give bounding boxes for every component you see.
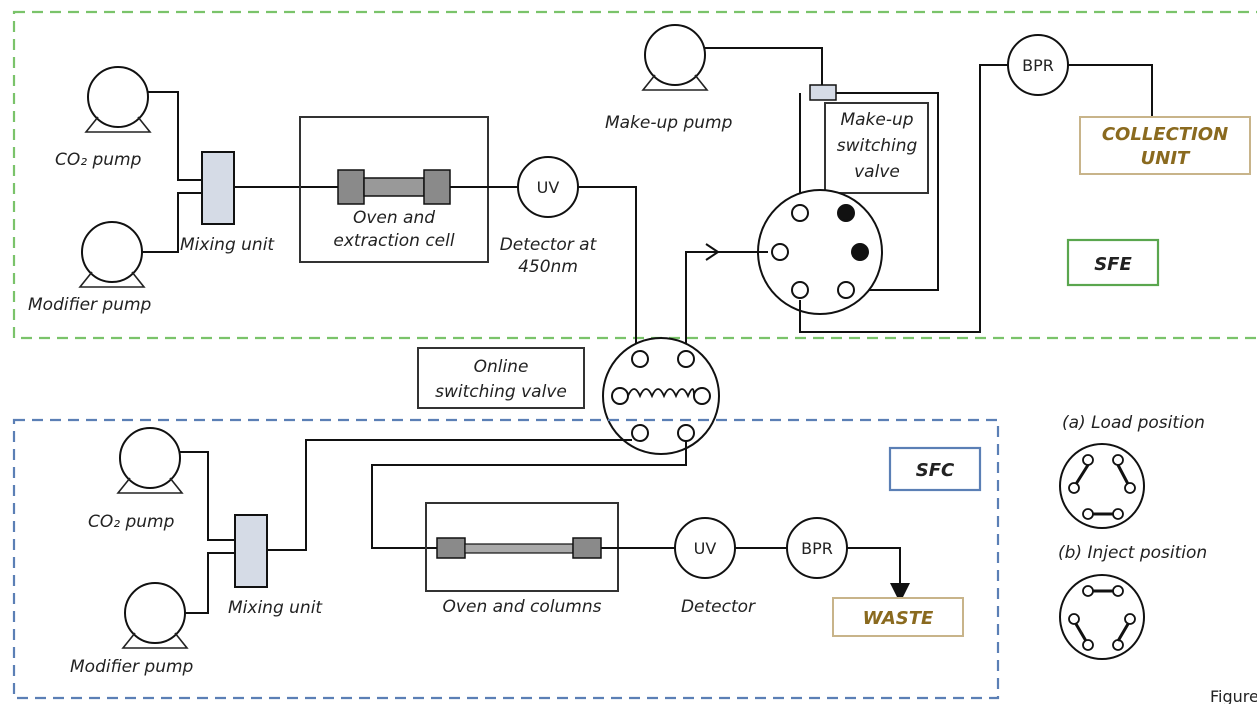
sfc-oven-label: Oven and columns — [443, 597, 602, 617]
makeup-switching-valve-box — [824, 102, 929, 194]
makeup-switching-valve — [809, 84, 837, 101]
sfc-label-box — [888, 446, 982, 492]
legend-load-valve — [1059, 443, 1145, 529]
sfe-detector-label-1: Detector at — [500, 235, 598, 255]
collection-unit-label-1: COLLECTION — [1102, 124, 1228, 145]
sfe-uv-label: UV — [537, 178, 560, 197]
sfe-modifier-pump-label: Modifier pump — [28, 295, 152, 315]
makeup-valve-label-1: Make-up — [840, 110, 913, 130]
sfc-co2-pump-label: CO₂ pump — [88, 512, 175, 532]
sfc-column-body — [464, 543, 574, 554]
sfe-detector-label-2: 450nm — [518, 257, 578, 277]
sfc-section-label: SFC — [916, 460, 955, 481]
collection-unit-box — [1079, 116, 1251, 175]
sfe-co2-pump — [84, 66, 152, 133]
sfe-mixing-unit — [201, 151, 235, 225]
legend-inject-label: (b) Inject position — [1058, 543, 1207, 563]
sample-loop — [627, 388, 695, 399]
sfc-modifier-pump — [121, 582, 189, 649]
sfe-modifier-pump — [78, 221, 146, 288]
makeup-pump-label: Make-up pump — [605, 113, 733, 133]
waste-box — [832, 597, 964, 637]
sfe-extraction-cell-body — [363, 177, 425, 197]
sfc-mixing-unit-label: Mixing unit — [228, 598, 323, 618]
sfe-six-port-valve — [757, 189, 883, 315]
online-valve-label-box — [417, 347, 585, 409]
sfe-oven-label-1: Oven and — [353, 208, 435, 228]
sfc-mixing-unit — [234, 514, 268, 588]
sfe-section-label: SFE — [1094, 254, 1132, 275]
sfe-co2-pump-label: CO₂ pump — [55, 150, 142, 170]
sfc-modifier-pump-label: Modifier pump — [70, 657, 194, 677]
sfc-uv-label: UV — [694, 539, 717, 558]
sfc-section-border — [12, 418, 1000, 700]
online-valve-label-2: switching valve — [435, 382, 567, 402]
sfe-bpr-label: BPR — [1022, 56, 1054, 75]
online-switching-valve — [602, 337, 720, 455]
makeup-valve-label-3: valve — [854, 162, 900, 182]
sfe-extraction-cell-left-cap — [337, 169, 365, 205]
sfc-co2-pump — [116, 427, 184, 494]
sfe-label-box — [1066, 238, 1160, 287]
sfc-bpr-label: BPR — [801, 539, 833, 558]
online-valve-label-1: Online — [474, 357, 529, 377]
collection-unit-label-2: UNIT — [1141, 148, 1191, 169]
waste-label: WASTE — [863, 608, 934, 629]
sfe-section-border — [12, 10, 1257, 340]
legend-load-label: (a) Load position — [1062, 413, 1205, 433]
figure-caption: Figure 4 — [1210, 687, 1257, 704]
sfe-oven — [299, 116, 489, 263]
sfe-mixing-unit-label: Mixing unit — [180, 235, 275, 255]
makeup-valve-label-2: switching — [837, 136, 918, 156]
legend-inject-valve — [1059, 574, 1145, 660]
sfe-oven-label-2: extraction cell — [333, 231, 454, 251]
sfc-detector-label: Detector — [681, 597, 756, 617]
sfc-column-left-cap — [436, 537, 466, 559]
makeup-pump — [641, 24, 709, 91]
sfc-column-right-cap — [572, 537, 602, 559]
sfe-extraction-cell-right-cap — [423, 169, 451, 205]
